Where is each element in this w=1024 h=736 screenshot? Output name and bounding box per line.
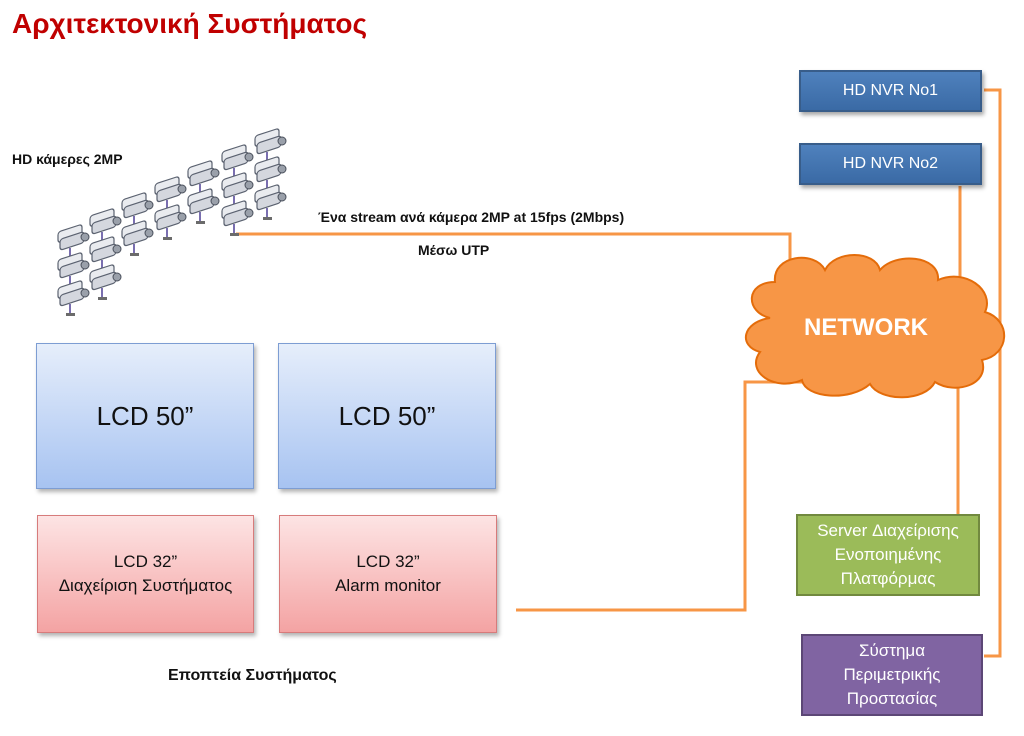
- perimeter-line3: Προστασίας: [846, 689, 938, 708]
- perimeter-line1: Σύστημα: [858, 641, 926, 660]
- lcd32-left-line1: LCD 32”: [113, 552, 178, 571]
- server-line3: Πλατφόρμας: [840, 569, 936, 588]
- cameras-label: HD κάμερες 2MP: [12, 151, 123, 167]
- network-cloud: [744, 254, 1006, 399]
- perimeter-line2: Περιμετρικής: [843, 665, 941, 684]
- lcd50-right-label: LCD 50”: [338, 400, 436, 431]
- lcd50-left-label: LCD 50”: [96, 400, 194, 431]
- page-title: Αρχιτεκτονική Συστήματος: [12, 8, 368, 39]
- lcd32-right-line2: Alarm monitor: [335, 576, 441, 595]
- link-nvr1-perimeter: [984, 88, 1002, 658]
- server-line1: Server Διαχείρισης: [817, 521, 959, 540]
- server-line2: Ενοποιημένης: [834, 545, 942, 564]
- utp-label: Μέσω UTP: [418, 242, 490, 258]
- link-cameras-network: [236, 232, 792, 292]
- nvr2-box: HD NVR No2: [799, 143, 982, 185]
- lcd32-left-line2: Διαχείριση Συστήματος: [58, 576, 233, 595]
- lcd32-right-line1: LCD 32”: [356, 552, 420, 571]
- stream-label: Ένα stream ανά κάμερα 2MP at 15fps (2Mbp…: [318, 209, 625, 225]
- server-box: Server Διαχείρισης Ενοποιημένης Πλατφόρμ…: [796, 514, 980, 596]
- nvr2-label: HD NVR No2: [842, 155, 939, 172]
- nvr1-box: HD NVR No1: [799, 70, 982, 112]
- network-label: NETWORK: [804, 314, 928, 341]
- nvr1-label: HD NVR No1: [842, 82, 939, 99]
- lcd32-left-box: LCD 32” Διαχείριση Συστήματος: [37, 515, 254, 633]
- lcd50-right-box: LCD 50”: [278, 343, 496, 489]
- perimeter-box: Σύστημα Περιμετρικής Προστασίας: [801, 634, 983, 716]
- link-monitors-network: [516, 380, 805, 612]
- lcd50-left-box: LCD 50”: [36, 343, 254, 489]
- lcd32-right-box: LCD 32” Alarm monitor: [279, 515, 497, 633]
- monitoring-label: Εποπτεία Συστήματος: [168, 667, 337, 684]
